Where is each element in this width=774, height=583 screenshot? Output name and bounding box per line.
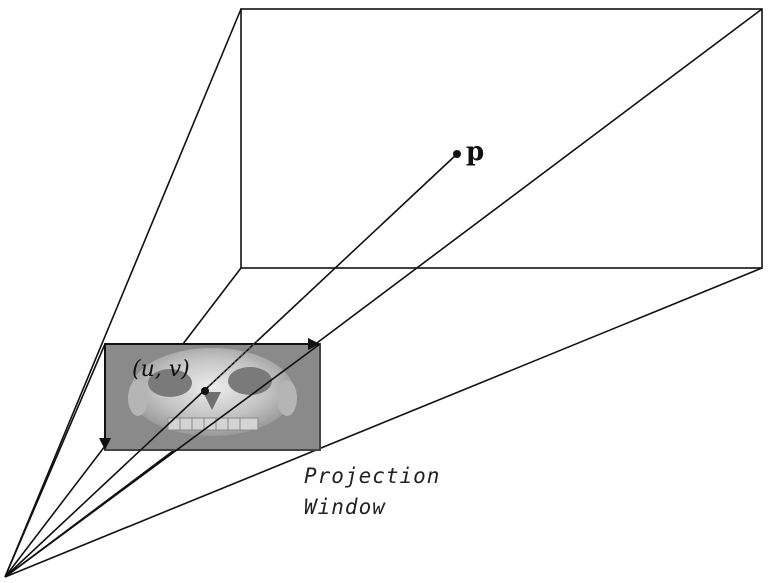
- window-caption-line2: Window: [304, 495, 386, 519]
- point-p-dot: [453, 150, 461, 158]
- frustum-edge-top-right-overlay: [4, 343, 321, 578]
- projection-ray-dotted: [204, 340, 258, 391]
- frustum-edge-top-left: [4, 8, 242, 578]
- frustum-edge-top-right: [4, 8, 763, 578]
- point-uv-dot: [201, 387, 209, 395]
- point-uv-label: (u, v): [132, 357, 190, 382]
- window-caption-line1: Projection: [304, 464, 440, 488]
- frustum-edge-top-left-overlay: [4, 343, 106, 578]
- point-p-label: p: [466, 137, 484, 167]
- far-plane: [240, 8, 763, 269]
- frustum-edge-bottom-right: [4, 267, 763, 578]
